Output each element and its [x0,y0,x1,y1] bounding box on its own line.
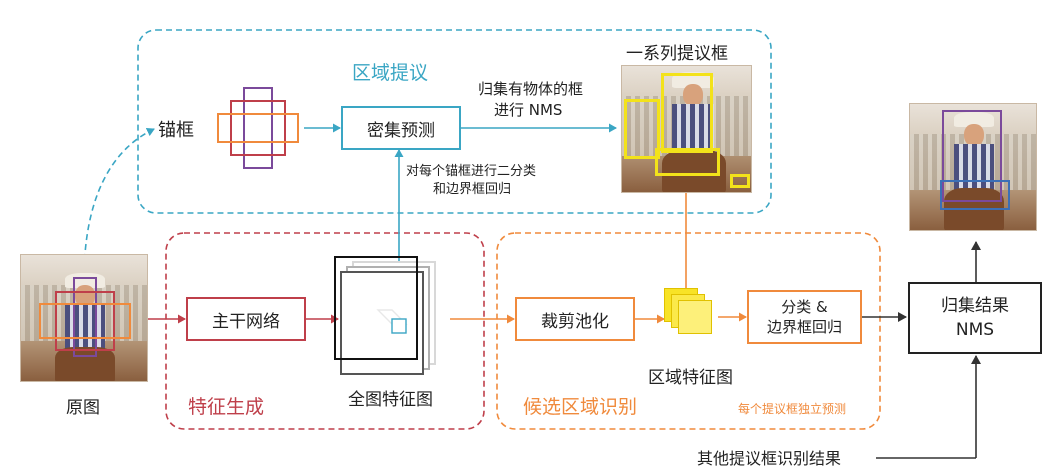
region-feature-map-stack [664,288,724,338]
region-proposal-title: 区域提议 [352,62,429,84]
feature-generation-group [165,232,485,430]
binary-classification-label-line2: 和边界框回归 [433,182,512,197]
feature-generation-title: 特征生成 [188,396,265,418]
original-image-label: 原图 [66,398,100,418]
original-image [20,254,148,382]
gather-boxes-label-line2: 进行 NMS [494,101,563,119]
classification-label: 分类 & [781,298,828,316]
dense-prediction-box: 密集预测 [341,106,461,150]
gather-nms-box: 归集结果 NMS [908,282,1042,354]
proposals-image [621,65,752,193]
arrow-image-to-anchor [83,127,155,281]
full-feature-map-stack [334,256,436,375]
independent-prediction-note: 每个提议框独立预测 [738,402,847,416]
gather-results-label: 归集结果 [941,296,1009,316]
feature-map-cell [376,309,408,334]
backbone-box: 主干网络 [186,297,306,341]
bbox-regression-label: 边界框回归 [766,318,842,336]
classification-regression-box: 分类 & 边界框回归 [747,290,862,344]
anchor-box-icon [217,87,299,169]
crop-pool-box: 裁剪池化 [515,297,635,341]
other-proposal-results-label: 其他提议框识别结果 [697,449,842,468]
candidate-recognition-group [496,232,881,430]
anchor-label: 锚框 [158,120,194,141]
proposals-title: 一系列提议框 [626,44,728,64]
region-feature-map-label: 区域特征图 [648,368,733,388]
nms-label: NMS [955,320,995,340]
gather-boxes-label-line1: 归集有物体的框 [478,80,584,98]
full-feature-map-label: 全图特征图 [348,390,433,410]
binary-classification-label-line1: 对每个锚框进行二分类 [406,164,537,179]
candidate-recognition-title: 候选区域识别 [523,396,638,418]
result-image [909,103,1037,231]
